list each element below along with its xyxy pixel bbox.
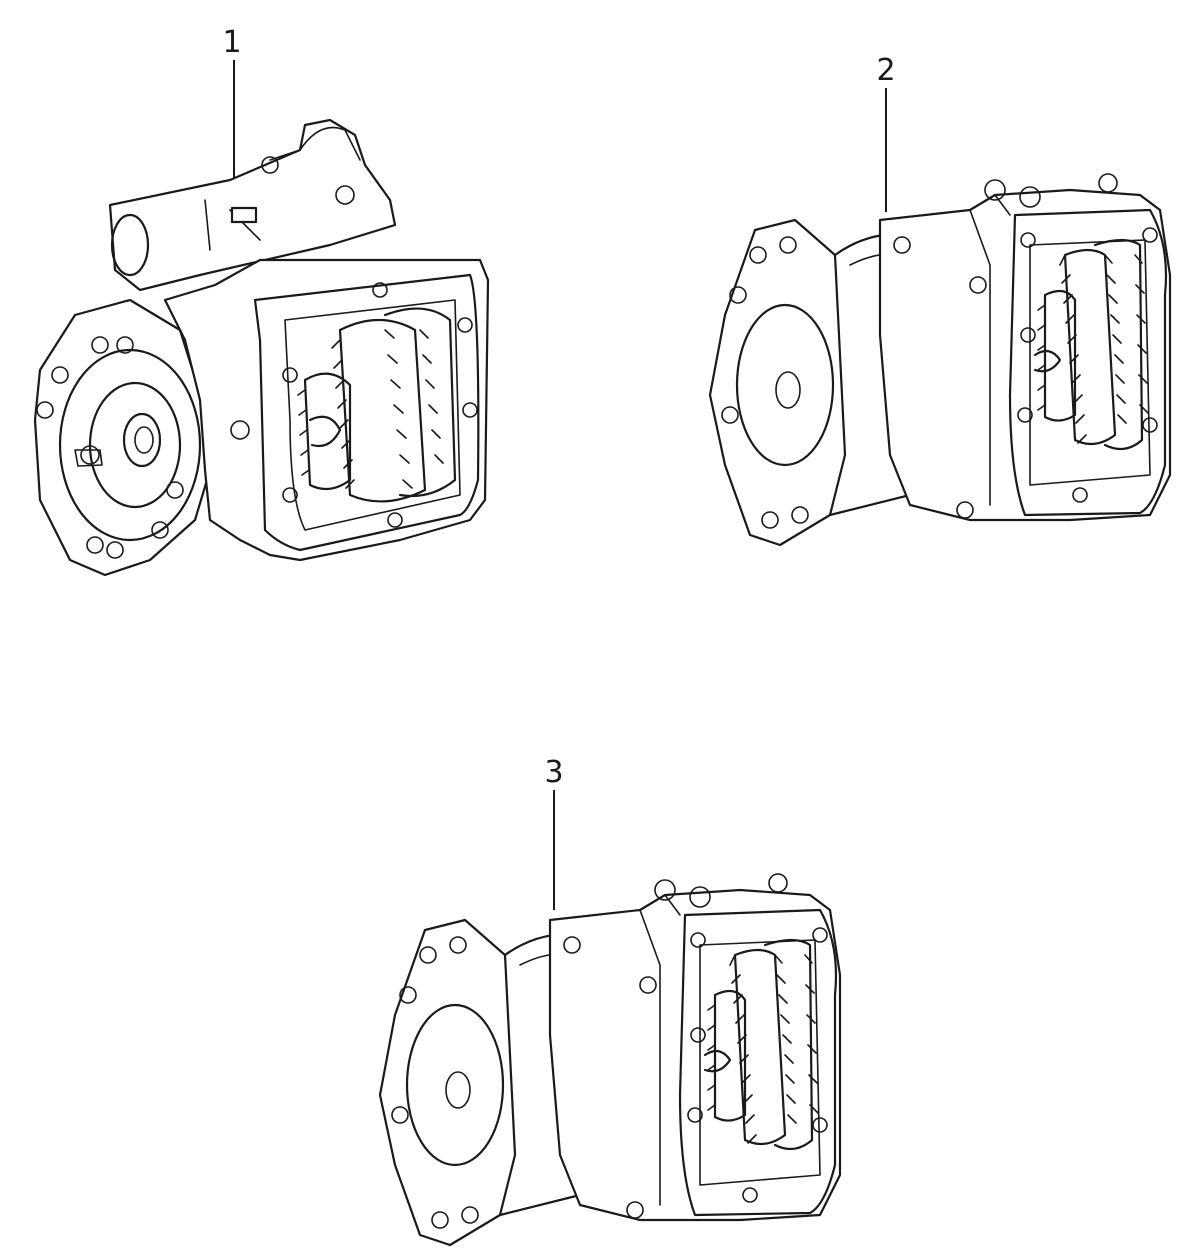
callout-2-label: 2: [876, 53, 895, 88]
part-3-pto-unit: 3: [378, 755, 842, 1247]
part-1-pto-unit: 1: [33, 25, 490, 577]
part-2-pto-unit: 2: [708, 53, 1172, 547]
callout-3-label: 3: [544, 755, 563, 790]
callout-1-label: 1: [222, 25, 241, 60]
